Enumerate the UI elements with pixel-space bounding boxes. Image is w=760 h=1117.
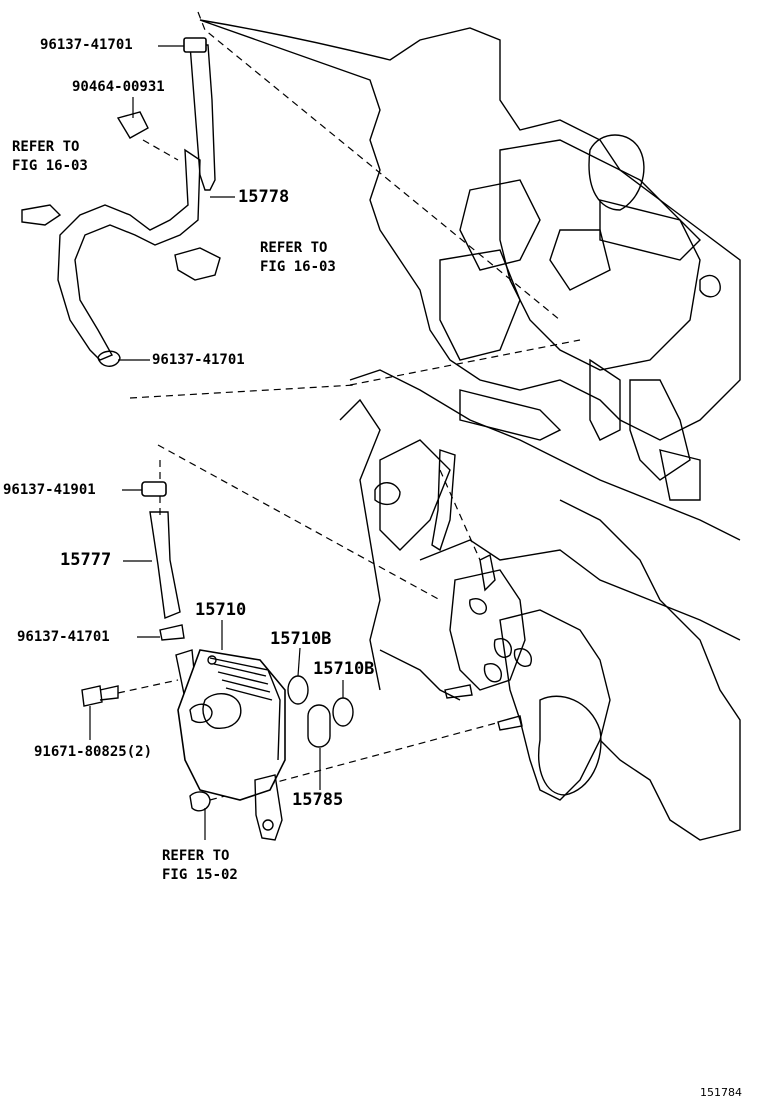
- part-number-15710b-b: 15710B: [313, 659, 375, 679]
- part-number-15710: 15710: [195, 600, 247, 620]
- part-number-15710b-a: 15710B: [270, 629, 332, 649]
- part-number-15778: 15778: [238, 187, 290, 207]
- part-number-96137-41701-top: 96137-41701: [40, 37, 133, 53]
- leader-lines: [89, 45, 344, 840]
- refer-to-line1-b: REFER TO: [260, 240, 328, 256]
- part-number-15785: 15785: [292, 790, 344, 810]
- refer-to-line1-c: REFER TO: [162, 848, 230, 864]
- oil-cooler-15710: [175, 649, 286, 841]
- bolt-and-nut: [81, 685, 211, 812]
- refer-to-line2-c: FIG 15-02: [162, 867, 238, 883]
- figure-id: 151784: [700, 1086, 742, 1099]
- hose-15778: [21, 37, 221, 367]
- engine-block: [199, 19, 741, 841]
- hose-15777: [141, 481, 185, 641]
- part-number-91671-80825: 91671-80825(2): [34, 744, 153, 760]
- part-number-96137-41901: 96137-41901: [3, 482, 96, 498]
- part-number-90464-00931: 90464-00931: [72, 79, 165, 95]
- part-number-15777: 15777: [60, 550, 112, 570]
- refer-to-line2-a: FIG 16-03: [12, 158, 88, 174]
- refer-to-line1-a: REFER TO: [12, 139, 80, 155]
- part-number-96137-41701-mid: 96137-41701: [152, 352, 245, 368]
- part-number-96137-41701-low: 96137-41701: [17, 629, 110, 645]
- dashed-reference-lines: [117, 11, 581, 801]
- refer-to-line2-b: FIG 16-03: [260, 259, 336, 275]
